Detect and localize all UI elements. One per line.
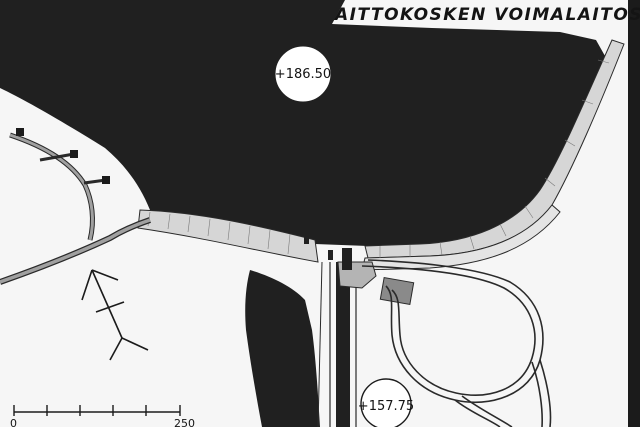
north-arrow-icon [81,269,149,361]
downstream-elevation-marker [360,378,412,427]
dam-embankment [137,209,319,263]
embankment-toe [361,204,561,271]
scale-start-label: 0 [10,417,17,427]
scale-bar [13,405,181,416]
intake-structure [342,248,352,270]
scale-end-label: 250 [174,417,195,427]
road-end-markers [16,128,110,184]
reservoir-water [0,0,605,246]
upstream-elevation-label: +186.50 [275,67,331,82]
downstream-river [245,270,320,427]
switchyard [379,276,415,306]
west-access-road [0,132,151,285]
map-title: AITTOKOSKEN VOIMALAITOS [333,5,640,25]
intake-gate [328,250,333,260]
tailrace-channel [336,262,350,427]
upstream-elevation-marker [275,46,331,102]
photo-edge [628,0,640,427]
embankment-hatching [147,59,610,258]
east-access-road [361,259,552,427]
gate-marker [304,236,309,244]
downstream-elevation-label: +157.75 [358,399,414,414]
